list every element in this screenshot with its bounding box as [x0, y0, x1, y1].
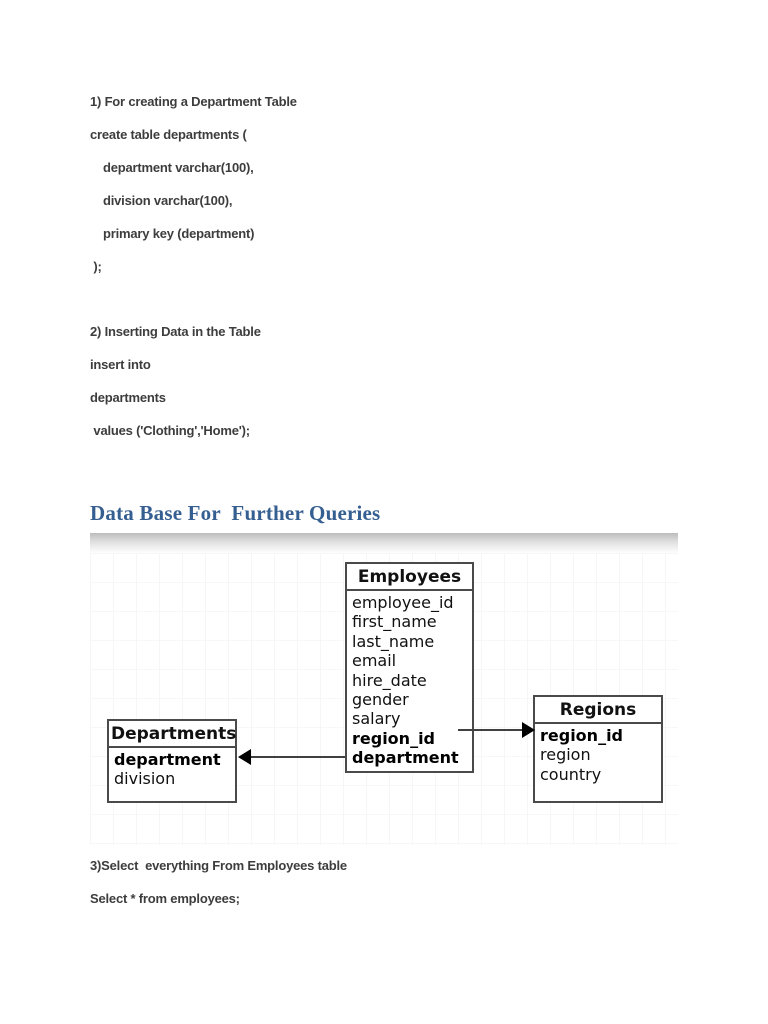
field-region: region: [540, 745, 591, 765]
entity-employees-title: Employees: [347, 564, 472, 591]
entity-departments-fields: department division: [109, 748, 235, 791]
field-hire-date: hire_date: [352, 670, 427, 690]
field-last-name: last_name: [352, 631, 435, 651]
sql-insert-line: insert into: [90, 357, 151, 372]
arrowhead-left-icon: [238, 749, 251, 765]
section-1-title: 1) For creating a Department Table: [90, 94, 297, 109]
field-email: email: [352, 651, 397, 671]
entity-departments: Departments department division: [107, 719, 237, 803]
section-3-title: 3)Select everything From Employees table: [90, 858, 347, 873]
page-heading: Data Base For Further Queries: [90, 501, 381, 525]
field-region-id: region_id: [540, 726, 623, 745]
entity-departments-title: Departments: [109, 721, 236, 748]
field-department: department: [352, 748, 459, 768]
entity-regions-fields: region_id region country: [535, 724, 661, 786]
sql-create-line: );: [90, 259, 102, 274]
field-division: division: [114, 769, 176, 789]
field-region-id: region_id: [352, 728, 435, 748]
field-salary: salary: [352, 709, 401, 729]
gradient-divider: [90, 533, 678, 553]
sql-create-line: division varchar(100),: [103, 193, 233, 208]
field-first-name: first_name: [352, 612, 437, 632]
entity-regions: Regions region_id region country: [533, 695, 663, 803]
entity-employees: Employees employee_id first_name last_na…: [345, 562, 474, 773]
er-diagram: Employees employee_id first_name last_na…: [90, 553, 678, 845]
sql-create-line: department varchar(100),: [103, 160, 254, 175]
field-employee-id: employee_id: [352, 593, 454, 612]
sql-create-line: create table departments (: [90, 127, 247, 142]
field-gender: gender: [352, 690, 409, 710]
sql-insert-line: values ('Clothing','Home');: [90, 423, 250, 438]
section-2-title: 2) Inserting Data in the Table: [90, 324, 261, 339]
entity-employees-fields: employee_id first_name last_name email h…: [347, 591, 472, 770]
sql-create-line: primary key (department): [103, 226, 255, 241]
entity-regions-title: Regions: [535, 697, 661, 724]
sql-insert-line: departments: [90, 390, 166, 405]
sql-select-line: Select * from employees;: [90, 891, 240, 906]
field-country: country: [540, 764, 602, 784]
field-department: department: [114, 750, 221, 769]
